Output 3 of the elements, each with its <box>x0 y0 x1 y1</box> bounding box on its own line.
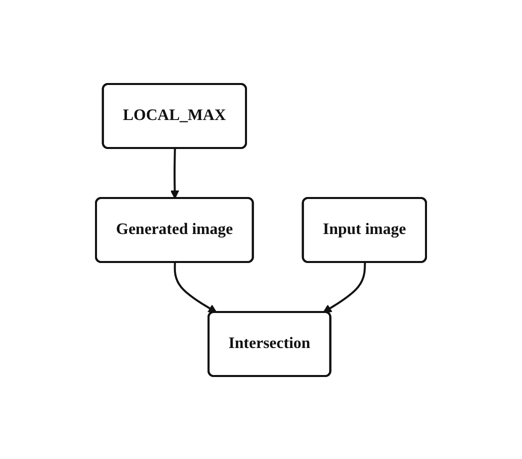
arrow <box>322 262 366 312</box>
arrow <box>174 262 217 312</box>
arrow <box>170 148 180 198</box>
